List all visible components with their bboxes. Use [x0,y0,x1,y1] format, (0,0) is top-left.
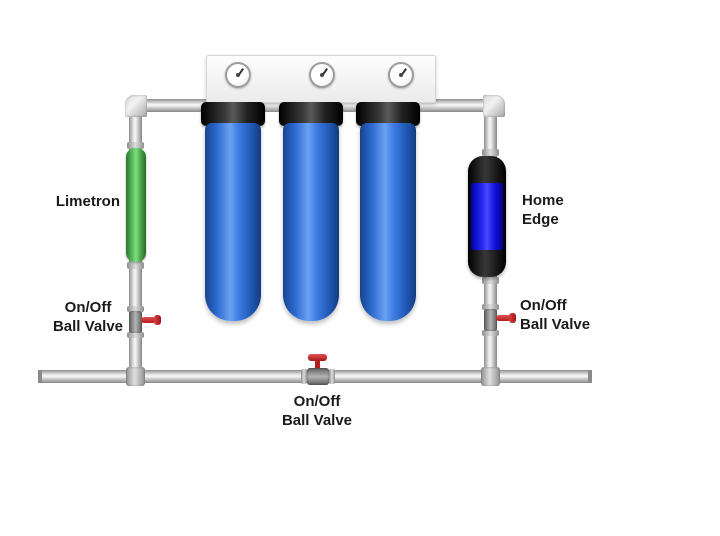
coupling [482,277,499,284]
filter-housing [283,123,339,321]
pressure-gauge-icon [225,62,251,88]
pipe-bottom-end-right [588,370,592,383]
pressure-gauge-icon [388,62,414,88]
filter-housing [205,123,261,321]
filter-housing [360,123,416,321]
valve-nut [127,306,144,312]
limetron-label: Limetron [55,193,120,210]
filter-cap [279,102,343,126]
home-edge-label: Home Edge [522,192,564,228]
pipe-elbow-right [483,95,505,117]
pipe-tee-right [481,367,500,386]
valve-nut [482,304,499,310]
ball-valve-right [484,309,497,331]
valve-nut [482,330,499,336]
pipe-tee-left [126,367,145,386]
valve-nut [301,369,307,384]
gauge-hub [320,73,324,77]
valve-handle [308,354,327,361]
pipe-bottom-end-left [38,370,42,383]
filter-cap [356,102,420,126]
ball-valve-left [129,311,142,333]
valve-handle-grip [509,313,516,323]
pipe-elbow-left [125,95,147,117]
coupling [127,142,144,149]
gauge-hub [399,73,403,77]
valve-handle [496,315,511,321]
home-edge-unit [468,156,506,277]
ball-valve-bottom [307,368,329,385]
valve-nut [329,369,335,384]
gauge-hub [236,73,240,77]
valve-bottom-label: On/Off Ball Valve [281,393,353,429]
valve-stem [315,360,320,370]
filter-cap [201,102,265,126]
valve-right-label: On/Off Ball Valve [520,297,591,333]
coupling [482,149,499,156]
limetron-unit [126,148,146,262]
coupling [127,262,144,269]
valve-handle [141,317,156,323]
valve-nut [127,332,144,338]
home-edge-window [471,183,503,250]
pressure-gauge-icon [309,62,335,88]
valve-left-label: On/Off Ball Valve [52,299,124,335]
valve-handle-grip [154,315,161,325]
